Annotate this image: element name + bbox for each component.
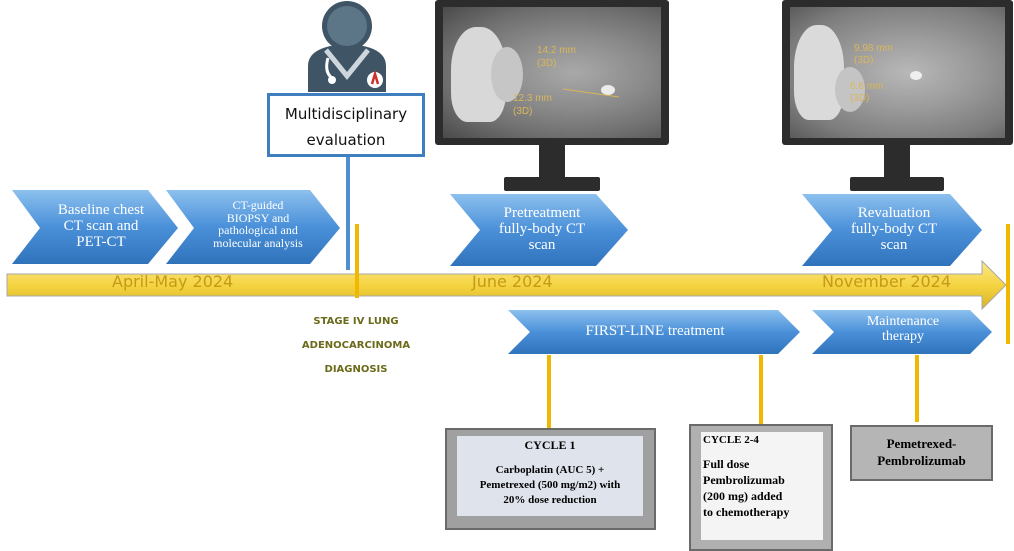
first-line-text: FIRST-LINE treatment <box>585 323 725 339</box>
chevron-revaluation <box>802 194 982 266</box>
chevron-maintenance <box>812 310 992 354</box>
maint-line1: Pemetrexed- <box>886 436 957 451</box>
cycle1-line3: 20% dose reduction <box>503 494 597 506</box>
multidisciplinary-evaluation-box: Multidisciplinary evaluation <box>267 93 425 157</box>
ct-scan-image: 14.2 mm (3D) 12.3 mm (3D) <box>443 7 661 138</box>
doctor-avatar-icon <box>304 0 390 92</box>
maint-connector <box>915 355 919 422</box>
chevron-pretreatment <box>450 194 628 266</box>
cycle1-connector <box>547 355 551 428</box>
cycle24-box: CYCLE 2-4 Full dose Pembrolizumab (200 m… <box>689 424 833 551</box>
cycle1-line1: Carboplatin (AUC 5) + <box>495 464 605 476</box>
ct-measurement-2: 12.3 mm <box>513 93 552 104</box>
cycle1-box: CYCLE 1 Carboplatin (AUC 5) + Pemetrexed… <box>445 428 656 530</box>
chevron-baseline <box>12 190 178 264</box>
cycle1-line2: Pemetrexed (500 mg/m2) with <box>479 479 621 491</box>
evaluation-label-line2: evaluation <box>306 131 386 149</box>
cycle24-line4: to chemotherapy <box>703 505 790 519</box>
maint-line2: Pembrolizumab <box>877 453 966 468</box>
monitor-stand-neck-2 <box>884 145 910 178</box>
ct-measurement-3-sub: (3D) <box>854 55 874 66</box>
timeline-arrow <box>6 259 1007 311</box>
cycle1-title: CYCLE 1 <box>524 438 576 452</box>
chevron-biopsy <box>166 190 340 264</box>
monitor-stand-neck <box>539 145 565 178</box>
cycle24-title: CYCLE 2-4 <box>703 434 759 446</box>
ct-measurement-2-sub: (3D) <box>513 106 533 117</box>
diagnosis-marker-line <box>355 224 359 298</box>
end-marker-line <box>1006 224 1010 344</box>
ct-measurement-4-sub: (3D) <box>850 93 870 104</box>
chevron-first-line <box>508 310 800 354</box>
ct-measurement-3: 9.98 mm <box>854 43 893 54</box>
ct-measurement-4: 6.6 mm <box>850 81 884 92</box>
cycle24-line1: Full dose <box>703 457 750 471</box>
evaluation-connector-line <box>346 157 350 270</box>
timeline-date-june: June 2024 <box>472 272 553 291</box>
ct-monitor-revaluation: 9.98 mm (3D) 6.6 mm (3D) <box>782 0 1013 145</box>
ct-measurement-1: 14.2 mm <box>537 45 576 56</box>
maintenance-regimen-box: Pemetrexed- Pembrolizumab <box>850 425 993 481</box>
cycle24-connector <box>759 355 763 424</box>
cycle24-line3: (200 mg) added <box>703 489 783 503</box>
monitor-stand-base <box>504 177 600 191</box>
monitor-stand-base-2 <box>850 177 944 191</box>
timeline-date-april-may: April-May 2024 <box>112 272 234 291</box>
timeline-date-november: November 2024 <box>822 272 952 291</box>
ct-measurement-1-sub: (3D) <box>537 58 557 69</box>
evaluation-label-line1: Multidisciplinary <box>284 105 408 123</box>
ct-scan-image-2: 9.98 mm (3D) 6.6 mm (3D) <box>790 7 1005 138</box>
cycle24-line2: Pembrolizumab <box>703 473 785 487</box>
ct-monitor-pretreatment: 14.2 mm (3D) 12.3 mm (3D) <box>435 0 669 145</box>
